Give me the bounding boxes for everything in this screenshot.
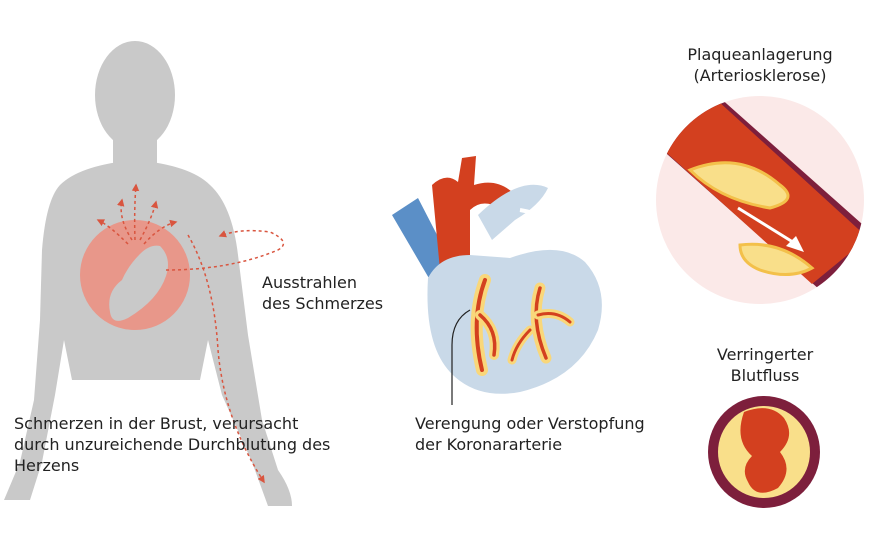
radiation-caption-line-1: Ausstrahlen <box>262 273 357 292</box>
heart-body <box>427 249 602 394</box>
plaque-caption: Plaqueanlagerung (Arteriosklerose) <box>660 44 860 86</box>
radiation-caption: Ausstrahlen des Schmerzes <box>262 272 383 314</box>
coronary-pointer-line <box>451 309 471 405</box>
aorta <box>432 156 512 270</box>
radiation-caption-line-2: des Schmerzes <box>262 294 384 313</box>
coronary-arteries <box>470 274 575 376</box>
chest-pain-caption-line-1: Schmerzen in der Brust, verursacht <box>14 414 299 433</box>
reduced-flow-caption: Verringerter Blutfluss <box>680 344 850 386</box>
plaque-zoom <box>656 96 864 304</box>
plaque-caption-line-2: (Arteriosklerose) <box>693 66 827 85</box>
plaque-caption-line-1: Plaqueanlagerung <box>687 45 833 64</box>
narrowing-caption-line-1: Verengung oder Verstopfung <box>415 414 645 433</box>
plaque-deposit-upper <box>687 161 790 210</box>
reduced-flow-caption-line-1: Verringerter <box>716 345 814 364</box>
superior-vena-cava <box>392 198 450 280</box>
chest-pain-caption: Schmerzen in der Brust, verursacht durch… <box>14 413 330 476</box>
plaque-deposit-lower <box>738 242 815 276</box>
blood-flow-arrow <box>737 206 797 246</box>
heart-outline-in-chest <box>109 245 168 321</box>
human-silhouette <box>4 41 292 506</box>
narrowed-lumen <box>740 408 790 493</box>
heart-illustration <box>392 156 602 405</box>
reduced-flow-caption-line-2: Blutfluss <box>730 366 800 385</box>
chest-pain-caption-line-2: durch unzureichende Durchblutung des <box>14 435 331 454</box>
blood-flow-arrow-head <box>786 236 804 252</box>
narrowing-caption-line-2: der Koronararterie <box>415 435 563 454</box>
narrowing-caption: Verengung oder Verstopfung der Koronarar… <box>415 413 645 455</box>
chest-pain-caption-line-3: Herzens <box>14 456 80 475</box>
reduced-flow-cross-section <box>708 396 820 508</box>
chest-pain-area <box>80 220 190 330</box>
pain-radiation-arrows <box>96 183 285 484</box>
pulmonary-artery <box>478 184 548 240</box>
heart-right-outline <box>519 208 562 241</box>
